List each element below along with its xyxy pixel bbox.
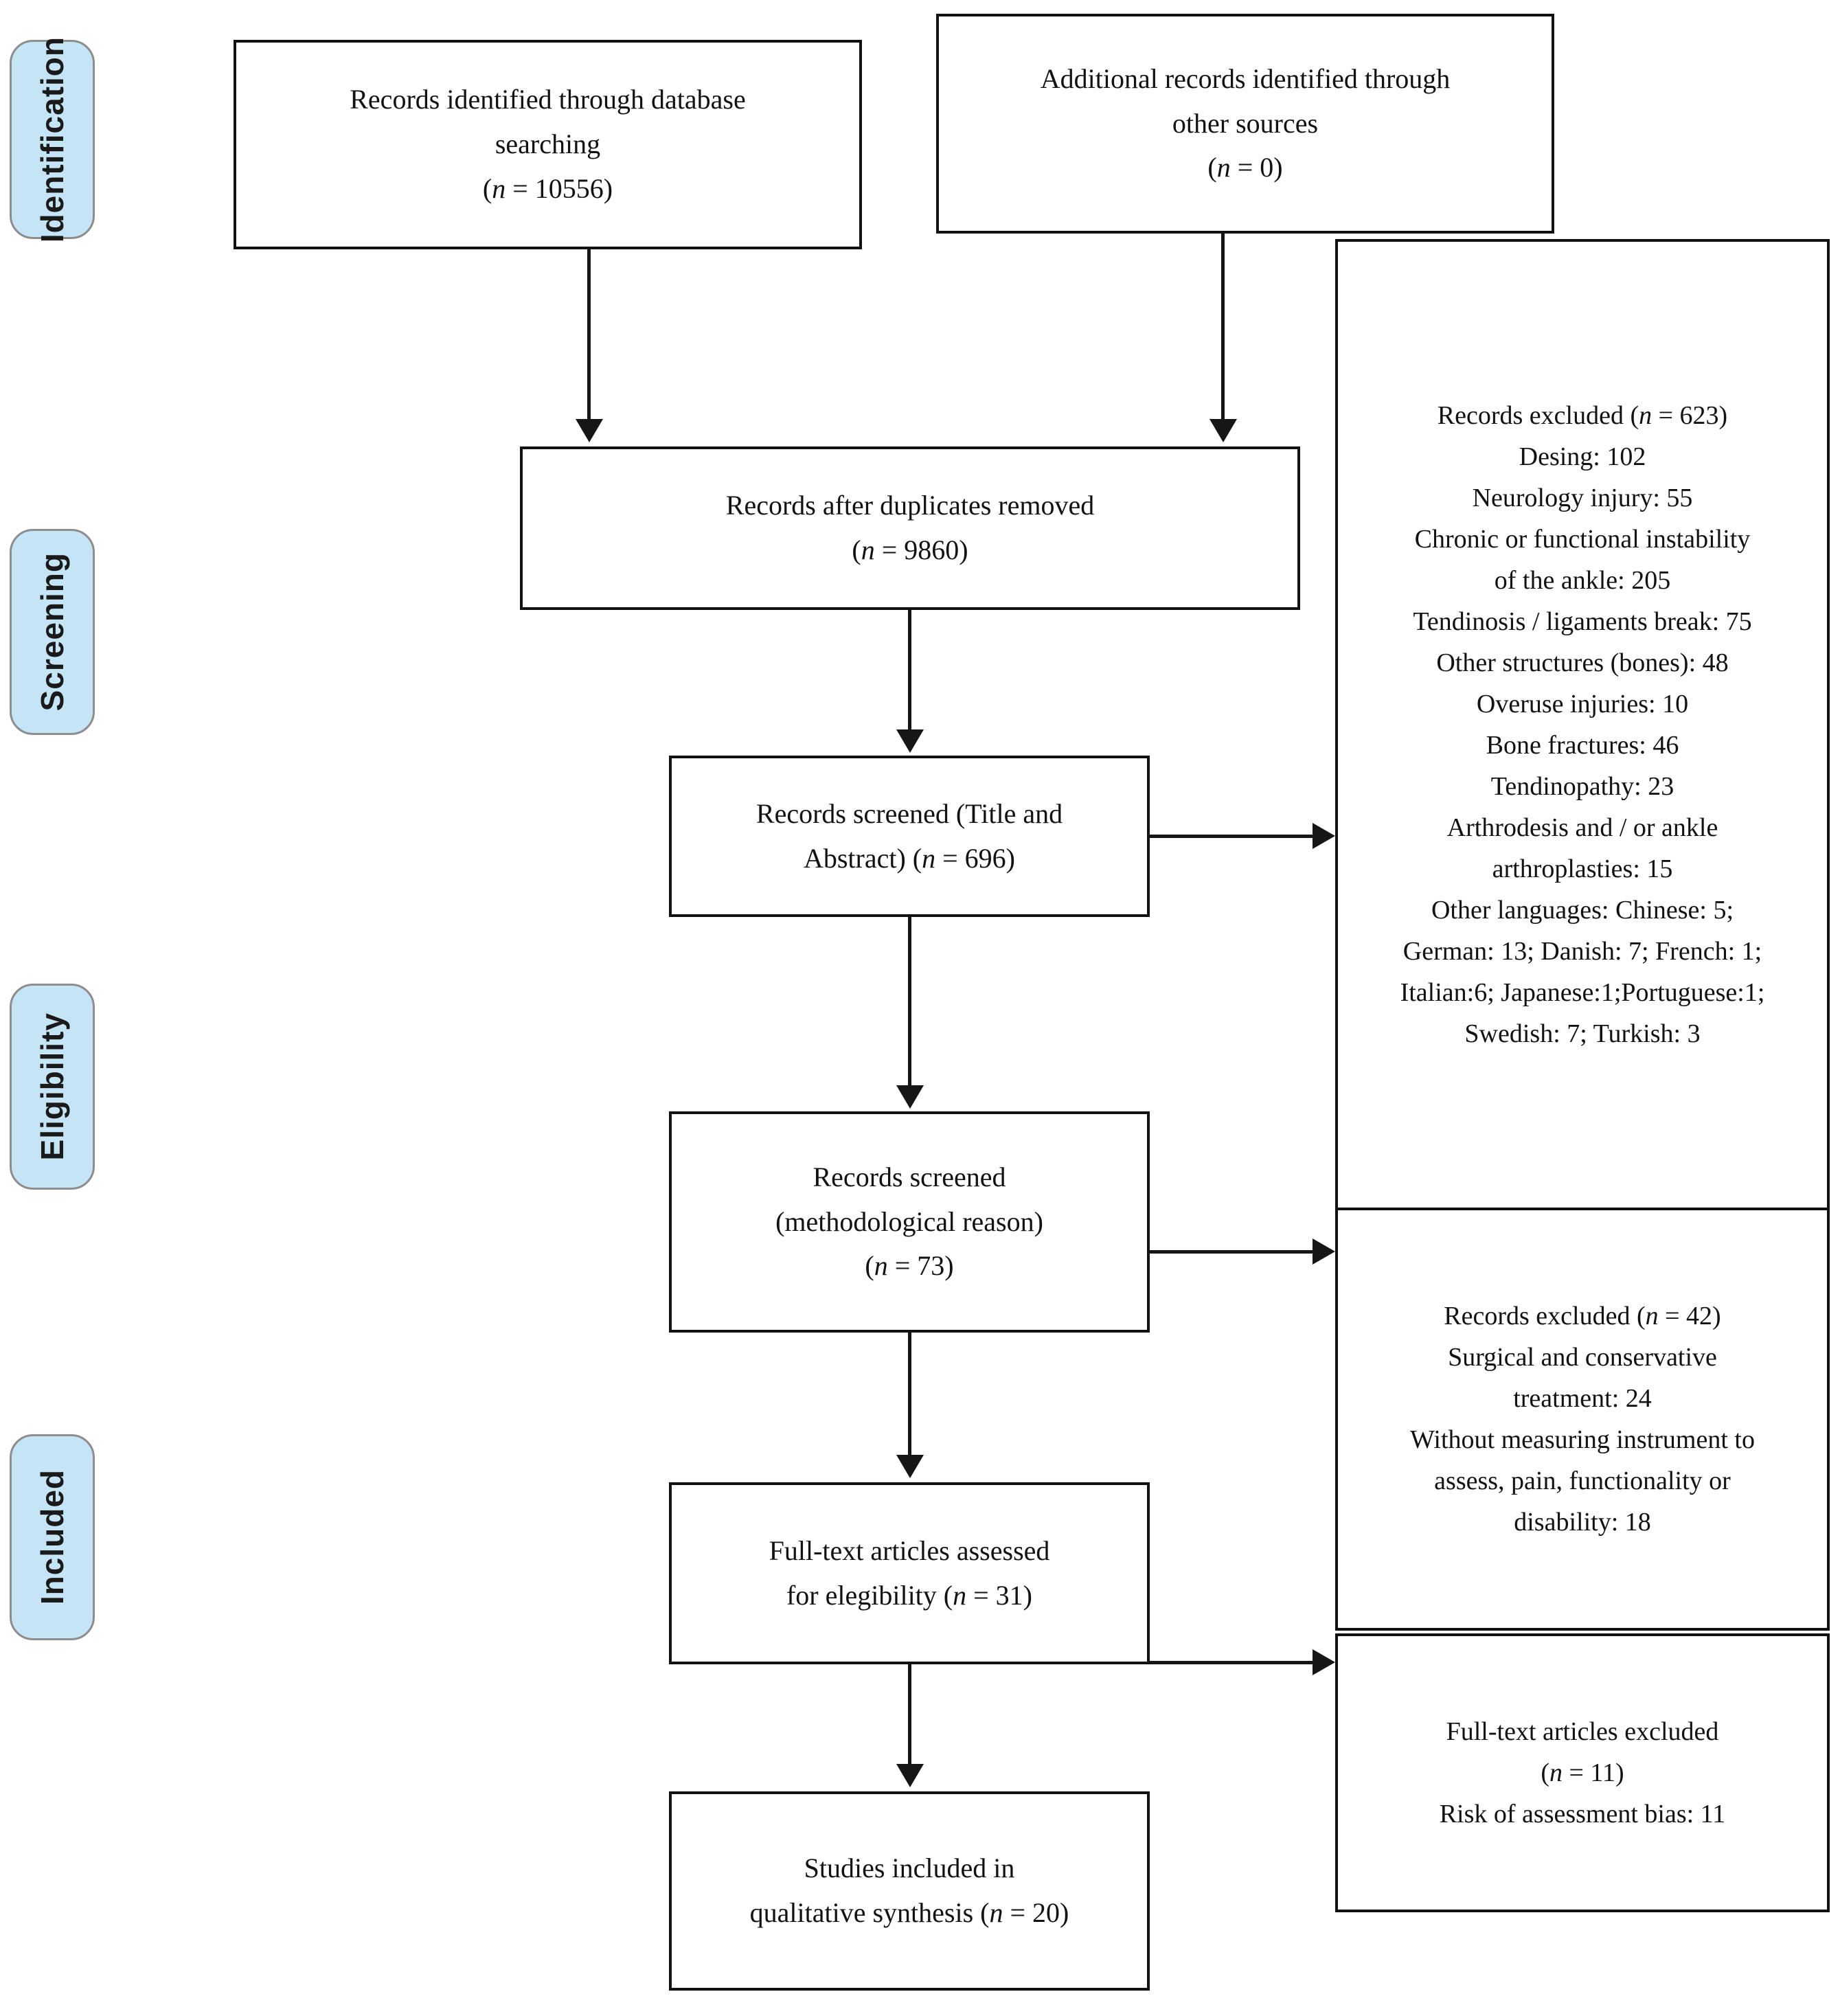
excluded-screening-header: Records excluded (n = 623) xyxy=(1437,400,1728,430)
screened-method-line-2: (methodological reason) xyxy=(775,1205,1043,1237)
other-sources-line-2: other sources xyxy=(1172,107,1319,139)
excluded-screening-reason: Bone fractures: 46 xyxy=(1486,731,1679,760)
box-fulltext-articles-assessed: Full-text articles assessed for elegibil… xyxy=(669,1482,1150,1664)
other-sources-line-1: Additional records identified through xyxy=(1040,63,1451,94)
connector-other-to-duplicates xyxy=(1221,234,1225,421)
fulltext-assessed-line-1: Full-text articles assessed xyxy=(769,1534,1050,1566)
duplicates-count: (n = 9860) xyxy=(852,534,968,565)
studies-included-line-1: Studies included in xyxy=(804,1853,1015,1884)
db-search-count: (n = 10556) xyxy=(482,172,613,204)
db-search-line-2: searching xyxy=(495,128,601,160)
excluded-screening-reason: Other languages: Chinese: 5; xyxy=(1431,896,1734,925)
excluded-screening-reason: Swedish: 7; Turkish: 3 xyxy=(1464,1019,1701,1049)
screened-ta-line-1: Records screened (Title and xyxy=(756,797,1063,829)
studies-included-count: qualitative synthesis (n = 20) xyxy=(749,1897,1069,1928)
screened-method-line-1: Records screened xyxy=(813,1161,1006,1192)
excluded-screening-reason: Tendinopathy: 23 xyxy=(1490,772,1674,802)
stage-label-screening: Screening xyxy=(34,552,70,712)
arrowhead-other-to-duplicates-icon xyxy=(1209,419,1237,442)
excluded-screening-reason: Chronic or functional instability xyxy=(1414,524,1751,554)
panel-records-excluded-methodological: Records excluded (n = 42) Surgical and c… xyxy=(1335,1208,1830,1631)
arrowhead-method-to-excluded-icon xyxy=(1313,1238,1335,1265)
stage-pill-screening: Screening xyxy=(10,529,95,735)
arrowhead-screened-ta-to-excluded-icon xyxy=(1313,823,1335,849)
excluded-screening-reason: German: 13; Danish: 7; French: 1; xyxy=(1402,937,1762,966)
excluded-methodological-reason: Without measuring instrument to xyxy=(1410,1425,1755,1454)
duplicates-line-1: Records after duplicates removed xyxy=(725,490,1095,521)
box-additional-records-other-sources: Additional records identified through ot… xyxy=(936,14,1554,234)
arrowhead-fulltext-to-excluded-icon xyxy=(1313,1649,1335,1675)
stage-label-identification: Identification xyxy=(34,36,70,243)
arrowhead-fulltext-to-included-icon xyxy=(896,1764,924,1787)
screened-method-count: (n = 73) xyxy=(865,1250,954,1282)
excluded-screening-reason: Arthrodesis and / or ankle xyxy=(1446,813,1718,843)
connector-duplicates-to-screened-ta xyxy=(908,610,911,732)
connector-fulltext-to-included xyxy=(908,1664,911,1766)
arrowhead-method-to-fulltext-icon xyxy=(896,1455,924,1478)
excluded-methodological-reason: assess, pain, functionality or xyxy=(1434,1466,1731,1496)
connector-method-to-excluded xyxy=(1150,1250,1315,1254)
fulltext-excluded-header: Full-text articles excluded xyxy=(1446,1717,1719,1746)
stage-label-included: Included xyxy=(34,1469,70,1605)
box-records-after-duplicates-removed: Records after duplicates removed (n = 98… xyxy=(520,446,1300,610)
fulltext-excluded-reason: Risk of assessment bias: 11 xyxy=(1439,1800,1726,1829)
connector-fulltext-to-excluded xyxy=(1150,1661,1315,1664)
box-records-screened-title-abstract: Records screened (Title and Abstract) (n… xyxy=(669,756,1150,917)
stage-pill-identification: Identification xyxy=(10,36,95,242)
box-records-identified-database: Records identified through database sear… xyxy=(234,40,862,249)
screened-ta-count: Abstract) (n = 696) xyxy=(803,842,1016,874)
arrowhead-db-to-duplicates-icon xyxy=(576,419,603,442)
panel-fulltext-articles-excluded: Full-text articles excluded (n = 11) Ris… xyxy=(1335,1633,1830,1912)
excluded-methodological-reason: treatment: 24 xyxy=(1513,1383,1652,1413)
fulltext-assessed-count: for elegibility (n = 31) xyxy=(786,1579,1033,1611)
excluded-screening-reason: Neurology injury: 55 xyxy=(1472,483,1693,512)
stage-pill-included: Included xyxy=(10,1434,95,1640)
excluded-screening-reason: Desing: 102 xyxy=(1519,442,1646,471)
box-records-screened-methodological: Records screened (methodological reason)… xyxy=(669,1111,1150,1333)
box-studies-included-qualitative: Studies included in qualitative synthesi… xyxy=(669,1791,1150,1991)
stage-label-eligibility: Eligibility xyxy=(34,1012,70,1161)
connector-screened-ta-to-method xyxy=(908,917,911,1087)
arrowhead-duplicates-to-screened-ta-icon xyxy=(896,729,924,753)
excluded-screening-reason: Tendinosis / ligaments break: 75 xyxy=(1413,607,1752,636)
other-sources-count: (n = 0) xyxy=(1207,152,1283,183)
excluded-screening-reason: of the ankle: 205 xyxy=(1494,565,1671,595)
connector-db-to-duplicates xyxy=(587,249,591,421)
connector-method-to-fulltext xyxy=(908,1333,911,1456)
panel-records-excluded-screening: Records excluded (n = 623) Desing: 102 N… xyxy=(1335,239,1830,1210)
excluded-screening-reason: Other structures (bones): 48 xyxy=(1436,648,1729,677)
excluded-methodological-reason: Surgical and conservative xyxy=(1448,1342,1717,1372)
excluded-methodological-reason: disability: 18 xyxy=(1514,1508,1651,1537)
excluded-methodological-header: Records excluded (n = 42) xyxy=(1444,1301,1721,1330)
arrowhead-screened-ta-to-method-icon xyxy=(896,1085,924,1109)
stage-pill-eligibility: Eligibility xyxy=(10,984,95,1190)
db-search-line-1: Records identified through database xyxy=(350,84,746,115)
connector-screened-ta-to-excluded xyxy=(1150,835,1315,838)
fulltext-excluded-count: (n = 11) xyxy=(1541,1758,1624,1787)
excluded-screening-reason: arthroplasties: 15 xyxy=(1492,854,1673,884)
excluded-screening-reason: Italian:6; Japanese:1;Portuguese:1; xyxy=(1400,978,1765,1008)
excluded-screening-reason: Overuse injuries: 10 xyxy=(1476,689,1689,718)
